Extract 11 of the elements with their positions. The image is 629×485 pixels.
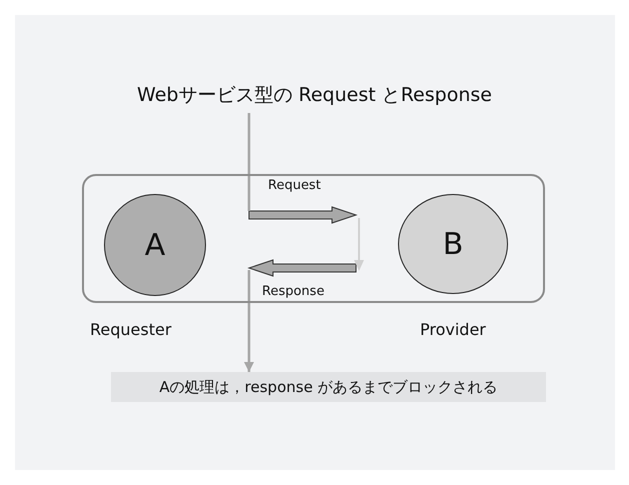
- label: Requester: [90, 320, 172, 339]
- title: Webサービス型の Request とResponse: [136, 83, 493, 108]
- note-text: Aの処理は，response があるまでブロックされる: [159, 378, 498, 396]
- node-letter: B: [442, 226, 464, 262]
- label: Request: [268, 178, 321, 193]
- group-box: [82, 174, 545, 303]
- arrow: [244, 113, 254, 372]
- note-bar: [111, 372, 546, 402]
- label: Response: [262, 284, 324, 299]
- node-letter: A: [144, 228, 166, 262]
- label: Provider: [420, 320, 486, 339]
